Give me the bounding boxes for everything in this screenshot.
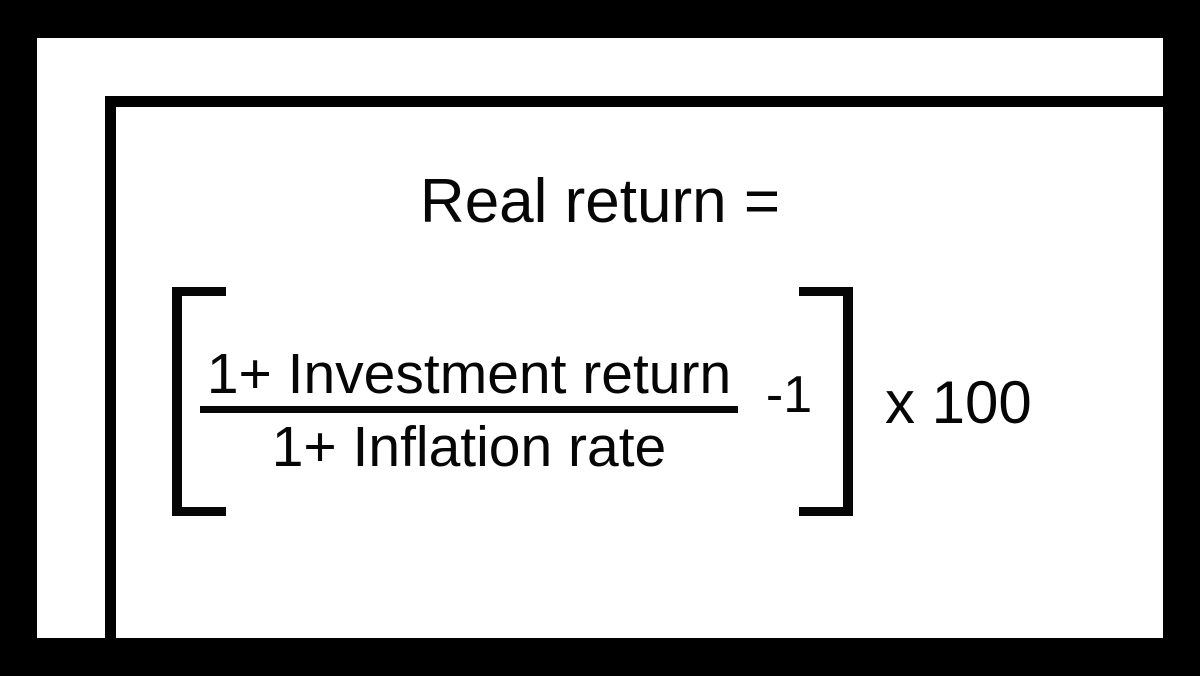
multiply-by-100-term: x 100 — [885, 369, 1032, 436]
right-bracket — [799, 287, 853, 516]
fraction-bar — [200, 406, 738, 413]
fraction: 1+ Investment return 1+ Inflation rate — [200, 345, 738, 476]
formula-title: Real return = — [419, 167, 781, 236]
fraction-denominator: 1+ Inflation rate — [271, 415, 667, 479]
slide-panel — [37, 38, 1175, 659]
fraction-numerator: 1+ Investment return — [206, 342, 732, 406]
decorative-border-frame — [105, 96, 1175, 659]
subtract-one-term: -1 — [765, 366, 813, 424]
left-bracket — [172, 287, 226, 516]
